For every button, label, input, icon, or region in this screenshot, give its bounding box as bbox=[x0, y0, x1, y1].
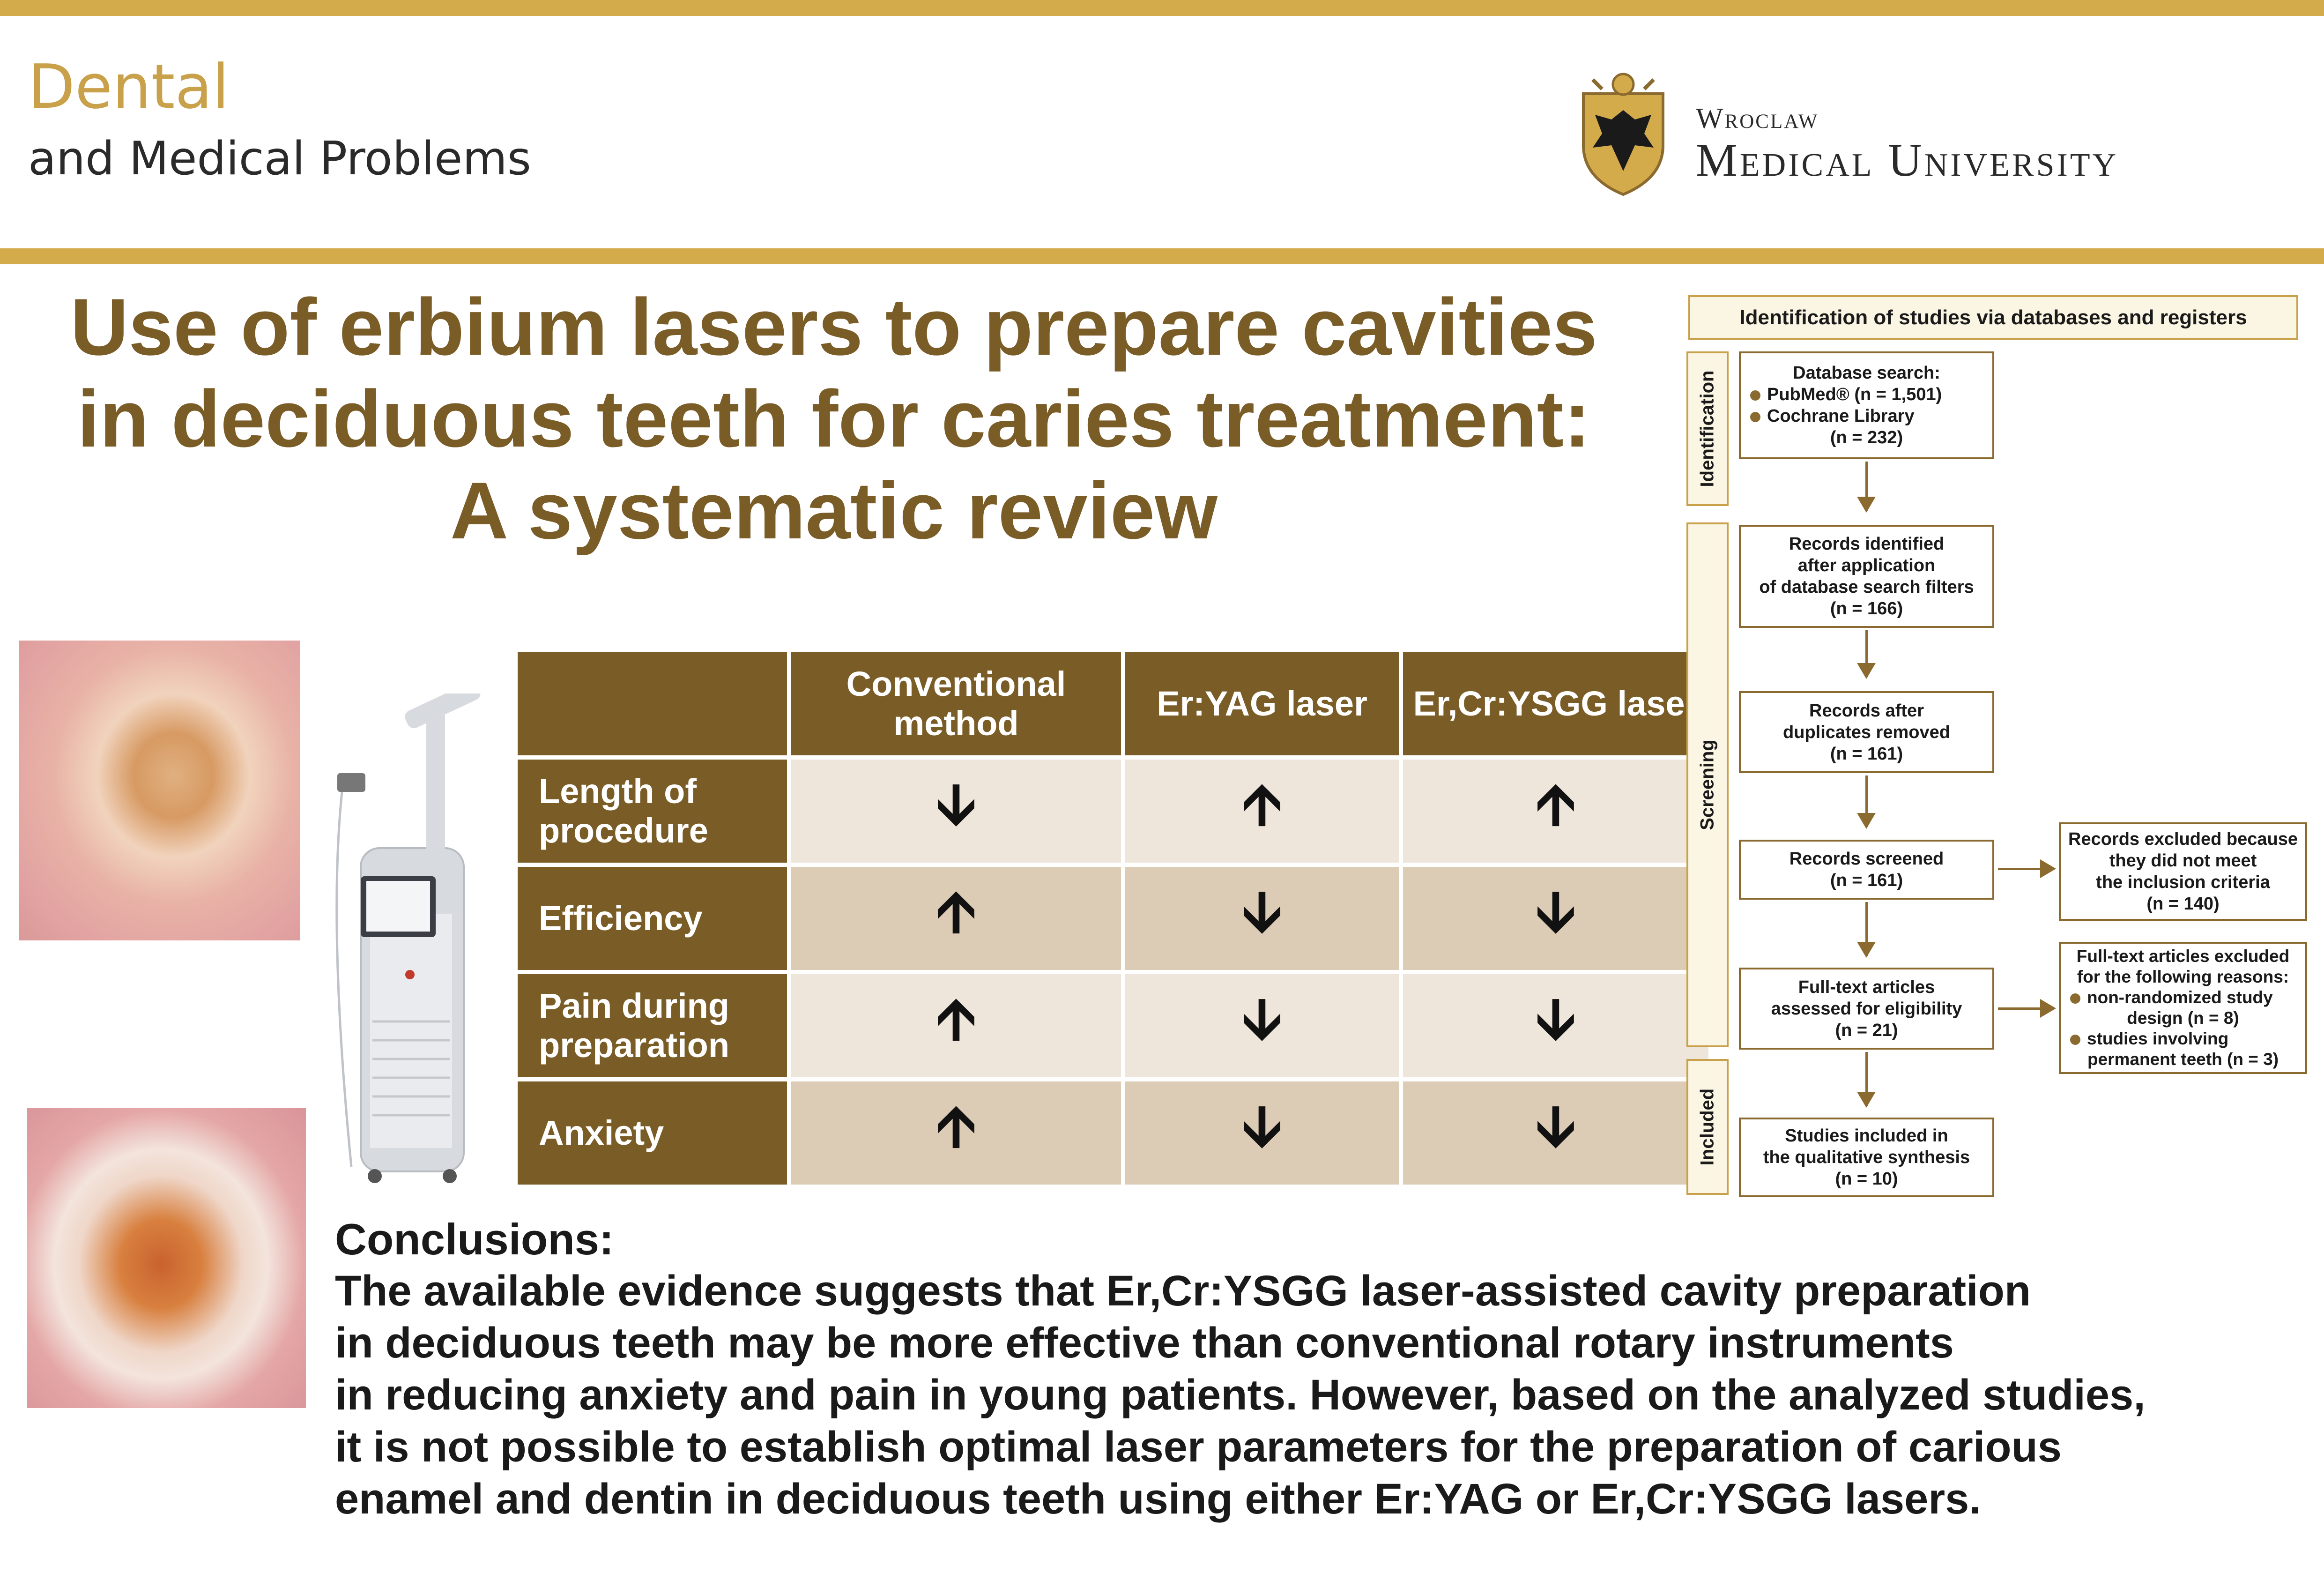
arrow-down-icon: 🡫 bbox=[1403, 1081, 1708, 1185]
tooth-photo-top bbox=[19, 641, 300, 940]
table-header-row: Conventional method Er:YAG laser Er,Cr:Y… bbox=[518, 652, 1708, 755]
conclusions-line: The available evidence suggests that Er,… bbox=[335, 1267, 2031, 1315]
table-corner-cell bbox=[518, 652, 787, 755]
bullet-icon bbox=[2070, 993, 2080, 1004]
conclusions-line: enamel and dentin in deciduous teeth usi… bbox=[335, 1475, 1981, 1523]
table-row: Length of procedure 🡫 🡩 🡩 bbox=[518, 760, 1708, 863]
university-name-line1: Wroclaw bbox=[1696, 103, 1819, 134]
flow-arrow-icon bbox=[1998, 999, 2056, 1018]
arrow-up-icon: 🡩 bbox=[791, 1081, 1121, 1185]
university-name-line2: Medical University bbox=[1696, 134, 2119, 186]
phase-screening: Screening bbox=[1686, 522, 1729, 1047]
flow-arrow-icon bbox=[1857, 462, 1876, 513]
top-band bbox=[0, 0, 2324, 16]
journal-subtitle: and Medical Problems bbox=[28, 132, 531, 186]
box-fulltext-excluded: Full-text articles excluded for the foll… bbox=[2059, 942, 2307, 1074]
conclusions-line: in deciduous teeth may be more effective… bbox=[335, 1319, 1954, 1367]
flowchart-header: Identification of studies via databases … bbox=[1688, 295, 2298, 340]
tooth-photo-bottom bbox=[27, 1108, 306, 1408]
university-crest-logo bbox=[1582, 73, 1664, 196]
arrow-down-icon: 🡫 bbox=[791, 760, 1121, 863]
effects-table: Conventional method Er:YAG laser Er,Cr:Y… bbox=[513, 648, 1713, 1189]
flow-arrow-icon bbox=[1857, 902, 1876, 958]
conclusions-heading: Conclusions: bbox=[335, 1215, 614, 1264]
column-header: Er:YAG laser bbox=[1125, 652, 1399, 755]
arrow-up-icon: 🡩 bbox=[1403, 760, 1708, 863]
arrow-down-icon: 🡫 bbox=[1403, 867, 1708, 970]
row-header: Pain during preparation bbox=[518, 974, 787, 1077]
arrow-up-icon: 🡩 bbox=[1125, 760, 1399, 863]
title-line-3: A systematic review bbox=[450, 466, 1218, 556]
box-screened: Records screened(n = 161) bbox=[1739, 840, 1994, 900]
poster-title: Use of erbium lasers to prepare cavities… bbox=[28, 281, 1640, 557]
arrow-down-icon: 🡫 bbox=[1125, 974, 1399, 1077]
conclusions-line: in reducing anxiety and pain in young pa… bbox=[335, 1371, 2146, 1419]
conclusions-text: The available evidence suggests that Er,… bbox=[335, 1265, 2146, 1525]
column-header: Conventional method bbox=[791, 652, 1121, 755]
row-header: Anxiety bbox=[518, 1081, 787, 1185]
flow-arrow-icon bbox=[1998, 859, 2056, 878]
column-header: Er,Cr:YSGG laser bbox=[1403, 652, 1708, 755]
flow-arrow-icon bbox=[1857, 630, 1876, 679]
row-header: Efficiency bbox=[518, 867, 787, 970]
table-row: Efficiency 🡩 🡫 🡫 bbox=[518, 867, 1708, 970]
arrow-down-icon: 🡫 bbox=[1403, 974, 1708, 1077]
arrow-up-icon: 🡩 bbox=[791, 974, 1121, 1077]
table-row: Anxiety 🡩 🡫 🡫 bbox=[518, 1081, 1708, 1185]
table-row: Pain during preparation 🡩 🡫 🡫 bbox=[518, 974, 1708, 1077]
header-bottom-band bbox=[0, 248, 2324, 264]
bullet-icon bbox=[2070, 1035, 2080, 1045]
title-line-1: Use of erbium lasers to prepare cavities bbox=[70, 282, 1597, 372]
bullet-icon bbox=[1750, 390, 1760, 401]
title-line-2: in deciduous teeth for caries treatment: bbox=[77, 374, 1591, 464]
journal-title: Dental bbox=[28, 51, 230, 122]
conclusions-line: it is not possible to establish optimal … bbox=[335, 1423, 2062, 1471]
box-database-search: Database search: PubMed® (n = 1,501) Coc… bbox=[1739, 351, 1994, 459]
bullet-icon bbox=[1750, 411, 1760, 422]
laser-device-image bbox=[335, 693, 481, 1183]
phase-identification: Identification bbox=[1686, 351, 1729, 506]
arrow-down-icon: 🡫 bbox=[1125, 867, 1399, 970]
flow-arrow-icon bbox=[1857, 775, 1876, 829]
flow-arrow-icon bbox=[1857, 1052, 1876, 1108]
phase-included: Included bbox=[1686, 1059, 1729, 1195]
row-header: Length of procedure bbox=[518, 760, 787, 863]
arrow-down-icon: 🡫 bbox=[1125, 1081, 1399, 1185]
arrow-up-icon: 🡩 bbox=[791, 867, 1121, 970]
